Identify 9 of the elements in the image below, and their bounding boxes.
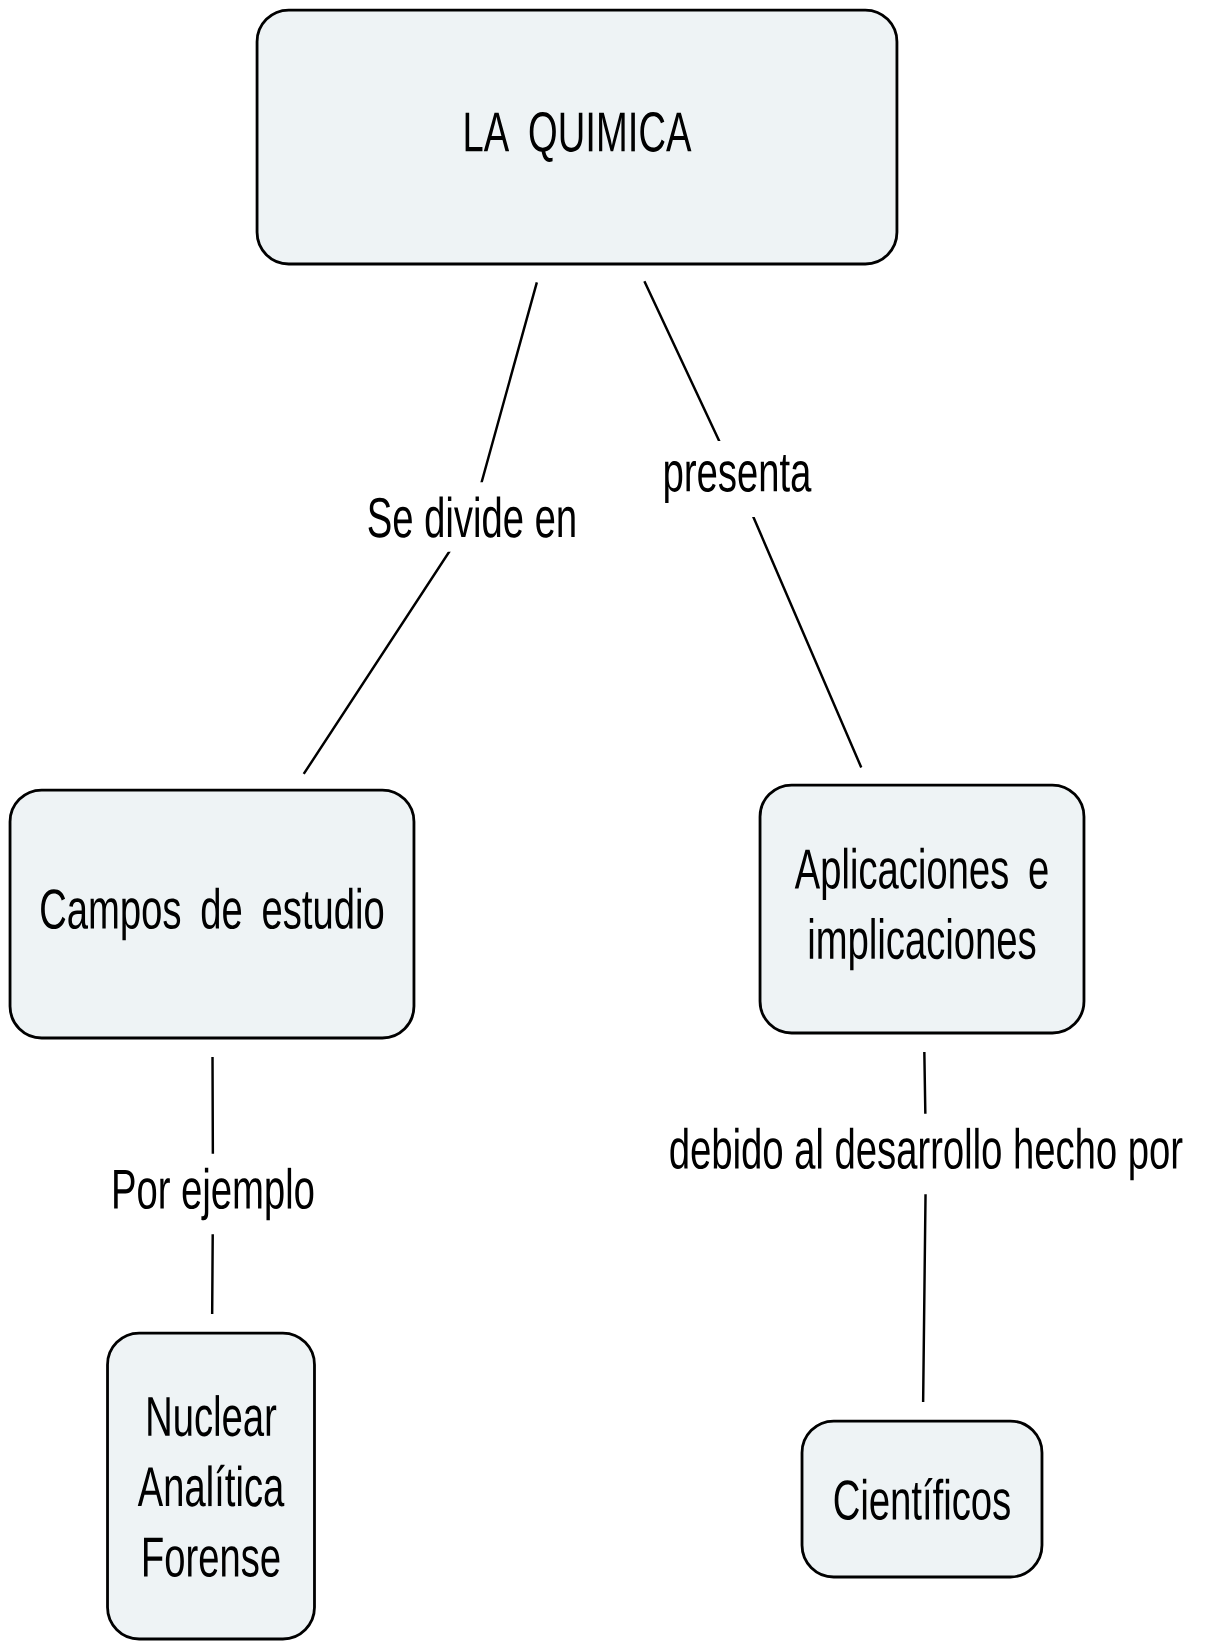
edge-label: presenta [648,440,826,518]
concept-box: Científicos [800,1419,1044,1579]
edge-label: Se divide en [352,482,592,552]
edge-label: Por ejemplo [96,1153,330,1235]
edge-label: debido al desarrollo hecho por [654,1113,1198,1195]
concept-box: LA QUIMICA [255,8,899,266]
concept-box: Campos de estudio [8,788,416,1040]
concept-box: Aplicaciones e implicaciones [758,783,1086,1035]
concept-box: Nuclear Analítica Forense [106,1331,316,1641]
